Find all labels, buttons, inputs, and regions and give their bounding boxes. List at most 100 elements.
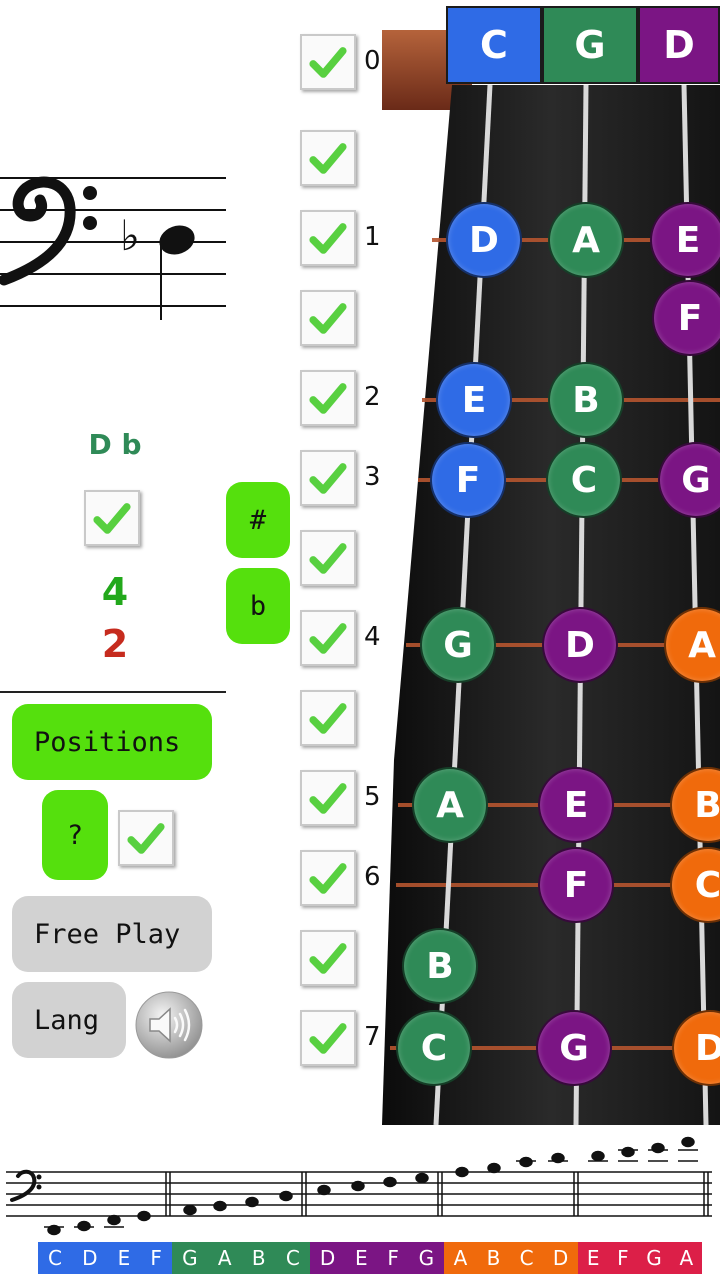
- open-string-d[interactable]: D: [638, 6, 720, 84]
- fret-note-string2-f[interactable]: F: [538, 847, 614, 923]
- fret-checkbox[interactable]: [300, 930, 356, 986]
- correct-count: 4: [101, 570, 129, 614]
- fret-note-string3-e[interactable]: E: [650, 202, 720, 278]
- fret-note-string2-a[interactable]: A: [548, 202, 624, 278]
- fret-note-string2-c[interactable]: C: [546, 442, 622, 518]
- fretboard: [382, 30, 720, 1125]
- scale-note-head: [245, 1196, 259, 1208]
- scale-note-head: [487, 1162, 501, 1174]
- fret-number: 3: [364, 462, 381, 492]
- fret-note-string1-f[interactable]: F: [430, 442, 506, 518]
- fret-checkbox[interactable]: [300, 690, 356, 746]
- fret-checkbox[interactable]: [300, 130, 356, 186]
- fret-note-string2-e[interactable]: E: [538, 767, 614, 843]
- scale-note-head: [415, 1172, 429, 1184]
- fret-note-string3-g[interactable]: G: [658, 442, 720, 518]
- scale-note-head: [137, 1210, 151, 1222]
- scale-note-head: [621, 1146, 635, 1158]
- bass-clef-icon: [0, 176, 97, 286]
- scale-staff: [6, 1136, 712, 1236]
- fret-checkbox[interactable]: [300, 450, 356, 506]
- note-head: [159, 225, 195, 255]
- help-button-label: ?: [66, 819, 84, 851]
- open-string-c[interactable]: C: [446, 6, 542, 84]
- fret-checkbox[interactable]: [300, 770, 356, 826]
- fret-note-string2-b[interactable]: B: [548, 362, 624, 438]
- scale-note-head: [351, 1180, 365, 1192]
- scale-note-head: [279, 1190, 293, 1202]
- scale-note-head: [107, 1214, 121, 1226]
- scale-strip-note: G: [646, 1246, 662, 1270]
- sharp-button[interactable]: #: [226, 482, 290, 558]
- positions-button[interactable]: Positions: [12, 704, 212, 780]
- scale-strip-note: E: [586, 1246, 600, 1270]
- scale-strip-note: D: [552, 1246, 569, 1270]
- speaker-icon[interactable]: [134, 990, 204, 1060]
- flat-sign-icon: ♭: [120, 211, 140, 260]
- scale-strip-note: C: [519, 1246, 534, 1270]
- note-staff: ♭: [0, 176, 226, 320]
- help-checkbox[interactable]: [118, 810, 174, 866]
- fret-note-string1-b[interactable]: B: [402, 928, 478, 1004]
- fret-number: 2: [364, 382, 381, 412]
- flat-button[interactable]: b: [226, 568, 290, 644]
- help-button[interactable]: ?: [42, 790, 108, 880]
- scale-strip-note: A: [679, 1246, 694, 1270]
- divider: [0, 691, 226, 693]
- scale-strip-note: D: [319, 1246, 336, 1270]
- fret-checkbox[interactable]: [300, 530, 356, 586]
- scale-note-head: [383, 1176, 397, 1188]
- open-string-g[interactable]: G: [542, 6, 638, 84]
- fret-note-string1-d[interactable]: D: [446, 202, 522, 278]
- scale-strip-note: B: [486, 1246, 501, 1270]
- fret-note-string1-g[interactable]: G: [420, 607, 496, 683]
- lang-button[interactable]: Lang: [12, 982, 126, 1058]
- positions-button-label: Positions: [34, 726, 181, 758]
- fret-checkbox[interactable]: [300, 1010, 356, 1066]
- fret-checkbox[interactable]: [300, 290, 356, 346]
- scale-strip-note: F: [617, 1246, 629, 1270]
- scale-strip-note: G: [182, 1246, 198, 1270]
- fret-number: 0: [364, 46, 381, 76]
- fret-note-string1-a[interactable]: A: [412, 767, 488, 843]
- scale-strip-note: C: [48, 1246, 63, 1270]
- fret-note-string3-a[interactable]: A: [664, 607, 720, 683]
- free-play-button[interactable]: Free Play: [12, 896, 212, 972]
- small-bass-clef-icon: [10, 1169, 42, 1202]
- fret-checkbox[interactable]: [300, 610, 356, 666]
- fret-note-string3-f[interactable]: F: [652, 280, 720, 356]
- current-note-name: D b: [88, 428, 142, 461]
- fret-note-string3-b[interactable]: B: [670, 767, 720, 843]
- fret-note-string1-e[interactable]: E: [436, 362, 512, 438]
- scale-strip-note: G: [418, 1246, 435, 1270]
- scale-strip-note: E: [117, 1246, 131, 1270]
- scale-strip-note: D: [82, 1246, 98, 1270]
- scale-note-head: [519, 1156, 533, 1168]
- fret-checkbox[interactable]: [300, 210, 356, 266]
- current-note-checkbox[interactable]: [84, 490, 140, 546]
- scale-strip-note: F: [150, 1246, 162, 1270]
- scale-note-head: [681, 1136, 695, 1148]
- scale-strip-note: E: [355, 1246, 368, 1270]
- scale-strip-note: C: [285, 1246, 300, 1270]
- fret-number: 1: [364, 222, 381, 252]
- scale-note-head: [77, 1220, 91, 1232]
- fret-checkbox[interactable]: [300, 850, 356, 906]
- scale-note-head: [455, 1166, 469, 1178]
- scale-note-head: [213, 1200, 227, 1212]
- scale-strip-note: F: [387, 1246, 399, 1270]
- fret-note-string2-d[interactable]: D: [542, 607, 618, 683]
- sharp-button-label: #: [249, 504, 267, 536]
- fret-checkbox[interactable]: [300, 370, 356, 426]
- fret-number: 7: [364, 1022, 381, 1052]
- scale-strip-note: A: [217, 1246, 232, 1270]
- fret-checkbox[interactable]: [300, 34, 356, 90]
- fret-note-string1-c[interactable]: C: [396, 1010, 472, 1086]
- fret-note-string2-g[interactable]: G: [536, 1010, 612, 1086]
- scale-note-head: [591, 1150, 605, 1162]
- fret-number: 4: [364, 622, 381, 652]
